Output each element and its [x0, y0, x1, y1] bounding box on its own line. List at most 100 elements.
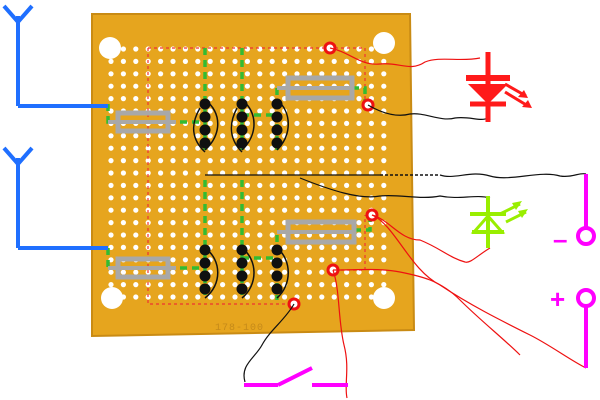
board-hole: [306, 46, 312, 52]
board-hole: [182, 108, 188, 114]
board-hole: [282, 46, 288, 52]
board-hole: [269, 195, 275, 201]
board-hole: [257, 294, 263, 300]
board-hole: [220, 257, 226, 263]
board-hole: [195, 207, 201, 213]
board-hole: [170, 220, 176, 226]
board-hole: [182, 158, 188, 164]
board-hole: [120, 282, 126, 288]
board-hole: [319, 170, 325, 176]
board-hole: [356, 257, 362, 263]
board-hole: [145, 182, 151, 188]
solder-joint: [236, 244, 248, 256]
board-hole: [294, 269, 300, 275]
board-hole: [257, 182, 263, 188]
board-hole: [244, 182, 250, 188]
board-hole: [331, 71, 337, 77]
board-hole: [232, 269, 238, 275]
board-hole: [257, 282, 263, 288]
board-hole: [220, 232, 226, 238]
board-hole: [331, 158, 337, 164]
board-hole: [120, 170, 126, 176]
board-hole: [232, 158, 238, 164]
board-hole: [344, 133, 350, 139]
board-hole: [232, 58, 238, 64]
board-hole: [344, 282, 350, 288]
board-hole: [319, 58, 325, 64]
board-hole: [244, 96, 250, 102]
board-hole: [195, 46, 201, 52]
board-hole: [120, 46, 126, 52]
board-hole: [244, 120, 250, 126]
board-hole: [294, 282, 300, 288]
board-hole: [244, 195, 250, 201]
board-hole: [244, 145, 250, 151]
board-hole: [306, 158, 312, 164]
wires: [205, 47, 587, 399]
board-hole: [195, 257, 201, 263]
board-hole: [331, 145, 337, 151]
board-hole: [108, 182, 114, 188]
board-hole: [282, 207, 288, 213]
board-hole: [220, 96, 226, 102]
board-hole: [344, 207, 350, 213]
board-hole: [170, 71, 176, 77]
board-hole: [319, 195, 325, 201]
board-hole: [257, 170, 263, 176]
solder-joint: [271, 111, 283, 123]
board-hole: [368, 294, 374, 300]
board-hole: [158, 58, 164, 64]
board-hole: [381, 269, 387, 275]
board-hole: [108, 83, 114, 89]
board-hole: [207, 182, 213, 188]
board-hole: [145, 195, 151, 201]
board-hole: [306, 207, 312, 213]
board-hole: [282, 195, 288, 201]
board-hole: [331, 294, 337, 300]
wire-black-green-led: [299, 177, 491, 199]
board-hole: [356, 170, 362, 176]
solder-joint: [271, 283, 283, 295]
solder-joint: [271, 137, 283, 149]
board-hole: [170, 195, 176, 201]
board-hole: [158, 145, 164, 151]
board-hole: [108, 71, 114, 77]
board-hole: [244, 158, 250, 164]
led-green-icon: [470, 196, 528, 248]
board-hole: [120, 83, 126, 89]
board-hole: [182, 170, 188, 176]
board-hole: [282, 170, 288, 176]
board-hole: [133, 46, 139, 52]
board-hole: [257, 108, 263, 114]
board-hole: [195, 170, 201, 176]
board-hole: [269, 232, 275, 238]
board-hole: [344, 71, 350, 77]
plus-label: +: [550, 284, 565, 314]
board-hole: [108, 170, 114, 176]
board-hole: [207, 170, 213, 176]
board-hole: [269, 207, 275, 213]
board-hole: [133, 294, 139, 300]
board-hole: [158, 282, 164, 288]
board-hole: [257, 145, 263, 151]
solder-joint: [271, 124, 283, 136]
board-hole: [331, 133, 337, 139]
board-hole: [257, 207, 263, 213]
wire-red-plus: [371, 214, 587, 369]
board-hole: [145, 158, 151, 164]
board-hole: [207, 133, 213, 139]
board-hole: [269, 71, 275, 77]
board-hole: [257, 232, 263, 238]
board-hole: [182, 220, 188, 226]
board-hole: [182, 269, 188, 275]
board-hole: [182, 294, 188, 300]
board-hole: [195, 96, 201, 102]
board-hole: [306, 170, 312, 176]
board-hole: [319, 282, 325, 288]
board-hole: [356, 207, 362, 213]
board-hole: [282, 71, 288, 77]
resistors: [108, 75, 357, 280]
board-silkscreen-label: 178-100: [215, 323, 264, 334]
board-hole: [170, 257, 176, 263]
board-hole: [220, 83, 226, 89]
